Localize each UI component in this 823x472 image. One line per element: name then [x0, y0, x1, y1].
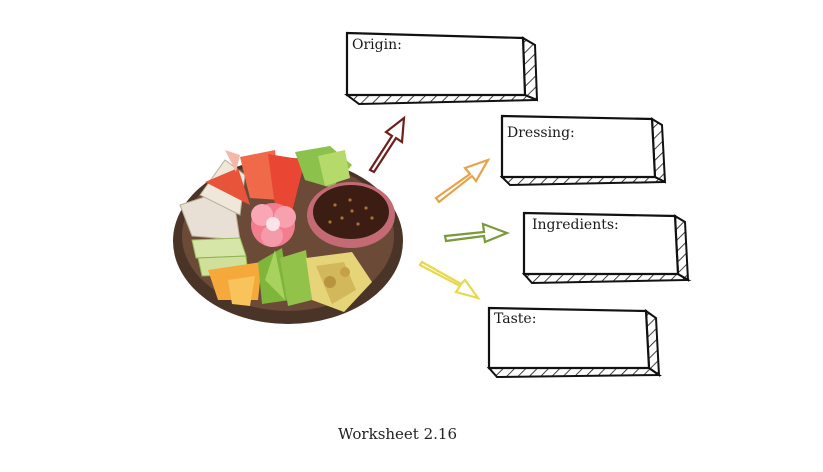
box-ingredients[interactable]: Ingredients: — [521, 211, 692, 285]
salad-plate-illustration — [173, 146, 403, 324]
box-dressing[interactable]: Dressing: — [499, 114, 667, 187]
arrow-dressing — [434, 157, 491, 204]
taste-label: Taste: — [494, 311, 536, 327]
ingredients-label: Ingredients: — [532, 217, 619, 233]
box-taste[interactable]: Taste: — [486, 306, 663, 379]
box-origin[interactable]: Origin: — [344, 31, 539, 106]
arrow-origin — [368, 115, 406, 174]
arrow-ingredients — [443, 222, 511, 244]
origin-label: Origin: — [352, 37, 402, 53]
dressing-label: Dressing: — [507, 125, 575, 141]
worksheet-caption: Worksheet 2.16 — [338, 425, 457, 443]
arrow-taste — [418, 260, 481, 300]
